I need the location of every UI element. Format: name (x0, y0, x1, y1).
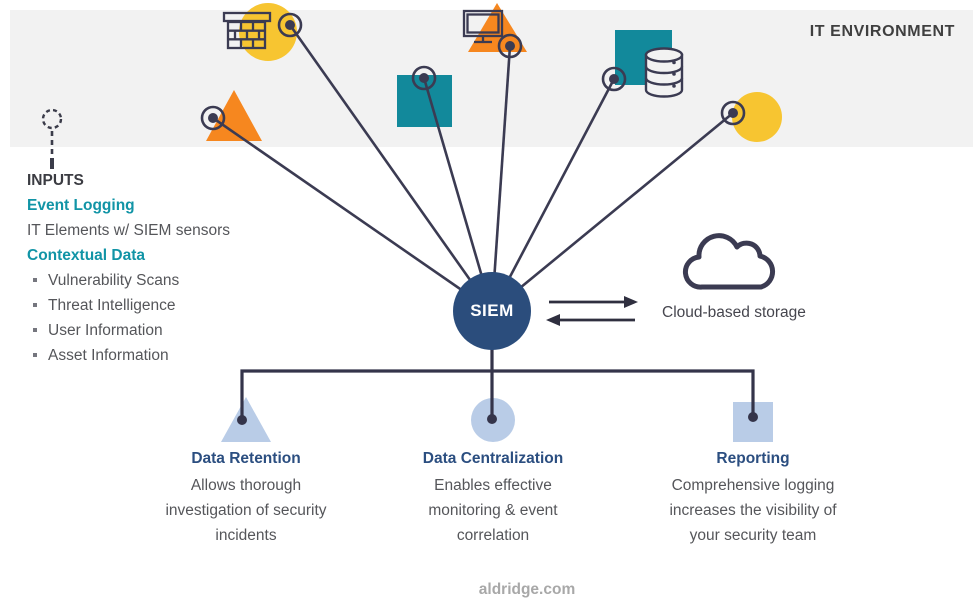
footer-site-label: aldridge.com (478, 581, 576, 598)
firewall-icon (222, 11, 272, 50)
it-triangle-shape (206, 90, 262, 141)
cloud-icon (682, 233, 776, 290)
inputs-heading: INPUTS (27, 172, 84, 189)
list-item: Vulnerability Scans (27, 268, 230, 293)
output-connector-dots (237, 412, 758, 425)
output-reporting: Reporting Comprehensive logging increase… (643, 450, 863, 548)
arrow-right-icon (549, 296, 638, 308)
output-connectors (240, 344, 755, 420)
output-title: Data Centralization (422, 450, 564, 467)
arrow-left-icon (546, 314, 635, 326)
banner-title: IT ENVIRONMENT (809, 23, 955, 40)
cloud-storage-label: Cloud-based storage (662, 304, 806, 321)
output-desc-line: incidents (215, 527, 277, 544)
output-desc-line: monitoring & event (428, 502, 558, 519)
output-title: Data Retention (191, 450, 301, 467)
contextual-data-list: Vulnerability Scans Threat Intelligence … (27, 268, 230, 368)
output-title: Reporting (716, 450, 790, 467)
output-desc-line: Enables effective (434, 477, 552, 494)
it-circle-shape (732, 92, 782, 142)
siem-label: SIEM (470, 301, 514, 320)
dashed-input-node (41, 108, 63, 169)
inputs-panel: INPUTS Event Logging IT Elements w/ SIEM… (27, 168, 230, 368)
output-desc-line: Comprehensive logging (671, 477, 835, 494)
output-desc-line: investigation of security (165, 502, 327, 519)
database-icon (644, 47, 684, 98)
output-data-retention: Data Retention Allows thorough investiga… (146, 450, 346, 548)
output-data-centralization: Data Centralization Enables effective mo… (391, 450, 595, 548)
sensor-lines (212, 24, 734, 313)
event-logging-label: Event Logging (27, 197, 135, 214)
output-desc-line: increases the visibility of (669, 502, 837, 519)
list-item: Asset Information (27, 343, 230, 368)
list-item: Threat Intelligence (27, 293, 230, 318)
cloud-storage-box (646, 292, 876, 335)
it-elements-label: IT Elements w/ SIEM sensors (27, 222, 230, 239)
output-desc-line: your security team (689, 527, 817, 544)
list-item: User Information (27, 318, 230, 343)
monitor-icon (462, 9, 504, 44)
contextual-data-label: Contextual Data (27, 247, 145, 264)
siem-sensor-icon (200, 12, 746, 131)
output-desc-line: correlation (456, 527, 530, 544)
output-desc-line: Allows thorough (190, 477, 302, 494)
siem-node (453, 272, 531, 350)
